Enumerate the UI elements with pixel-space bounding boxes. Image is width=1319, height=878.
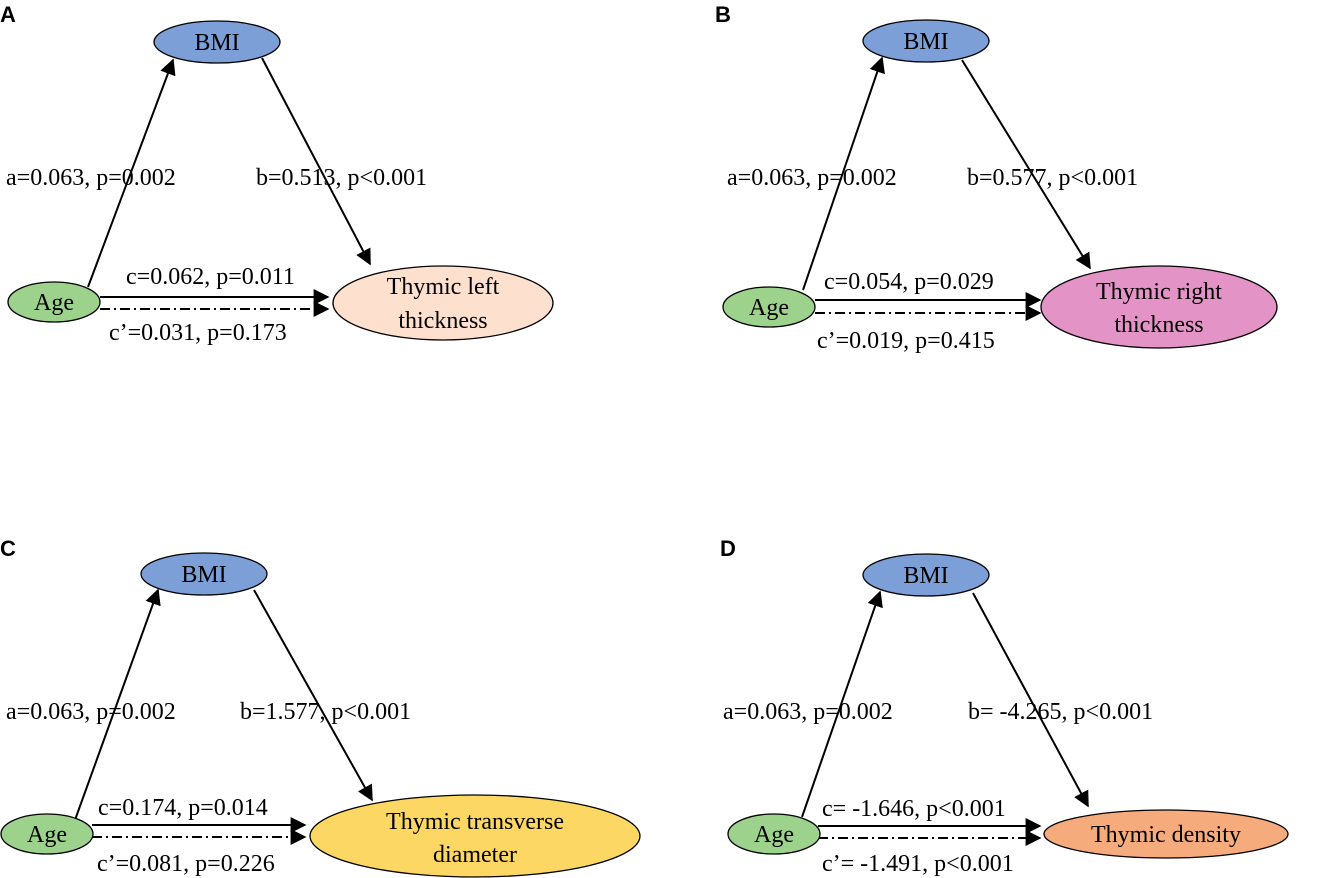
predictor-node: Age	[7, 281, 101, 323]
outcome-label-line1: Thymic right	[1096, 279, 1222, 305]
panel-a: A BMI Age Thymic left thickness a=0.063,…	[0, 2, 554, 346]
path-c-label: c=0.174, p=0.014	[98, 795, 268, 821]
outcome-node: Thymic left thickness	[332, 265, 554, 341]
panel-d: D BMI Age Thymic density a=0.063, p=0.00…	[720, 536, 1289, 877]
outcome-label-line1: Thymic transverse	[386, 809, 564, 835]
predictor-label: Age	[754, 822, 794, 848]
predictor-node: Age	[0, 813, 94, 855]
outcome-label-line2: thickness	[1114, 312, 1203, 338]
mediator-node: BMI	[862, 553, 990, 597]
path-a-arrow	[801, 590, 883, 818]
mediator-label: BMI	[903, 563, 948, 589]
outcome-label-line2: thickness	[398, 308, 487, 334]
path-c-label: c= -1.646, p<0.001	[822, 796, 1006, 822]
predictor-node: Age	[722, 286, 816, 328]
path-c-prime-label: c’=0.031, p=0.173	[109, 320, 287, 346]
path-b-label: b=0.513, p<0.001	[256, 165, 427, 191]
path-a-arrow	[802, 56, 885, 291]
path-c-prime-label: c’=0.019, p=0.415	[817, 328, 995, 354]
path-b-label: b=0.577, p<0.001	[967, 165, 1138, 191]
panel-letter: B	[715, 2, 731, 27]
outcome-label-line1: Thymic density	[1091, 822, 1241, 848]
panel-b: B BMI Age Thymic right thickness a=0.063…	[715, 2, 1278, 354]
path-b-arrow	[972, 592, 1089, 808]
path-a-label: a=0.063, p=0.002	[6, 699, 176, 725]
path-c-prime-label: c’=0.081, p=0.226	[97, 851, 275, 877]
path-b-label: b=1.577, p<0.001	[240, 699, 411, 725]
mediator-label: BMI	[903, 29, 948, 55]
path-c-label: c=0.054, p=0.029	[824, 269, 994, 295]
path-a-arrow	[87, 58, 176, 288]
predictor-node: Age	[727, 813, 821, 855]
outcome-label-line2: diameter	[433, 842, 517, 868]
path-a-label: a=0.063, p=0.002	[727, 165, 897, 191]
path-c-label: c=0.062, p=0.011	[126, 264, 295, 290]
mediator-label: BMI	[194, 30, 239, 56]
outcome-node: Thymic density	[1043, 809, 1289, 859]
predictor-label: Age	[749, 295, 789, 321]
path-b-arrow	[261, 57, 371, 266]
path-b-arrow	[961, 59, 1091, 270]
mediator-node: BMI	[153, 20, 281, 64]
panel-letter: C	[0, 536, 16, 561]
outcome-label-line1: Thymic left	[387, 274, 500, 300]
path-a-label: a=0.063, p=0.002	[6, 165, 176, 191]
panel-letter: A	[0, 2, 16, 27]
path-b-arrow	[253, 589, 373, 802]
path-b-label: b= -4.265, p<0.001	[968, 699, 1153, 725]
predictor-label: Age	[34, 290, 74, 316]
mediator-label: BMI	[181, 562, 226, 588]
panel-letter: D	[720, 536, 736, 561]
outcome-node: Thymic transverse diameter	[309, 794, 641, 878]
mediator-node: BMI	[140, 552, 268, 596]
path-a-label: a=0.063, p=0.002	[723, 699, 893, 725]
outcome-node: Thymic right thickness	[1040, 265, 1278, 349]
predictor-label: Age	[27, 822, 67, 848]
panel-c: C BMI Age Thymic transverse diameter a=0…	[0, 536, 641, 878]
path-c-prime-label: c’= -1.491, p<0.001	[822, 851, 1014, 877]
path-a-arrow	[74, 588, 161, 821]
mediator-node: BMI	[862, 19, 990, 63]
